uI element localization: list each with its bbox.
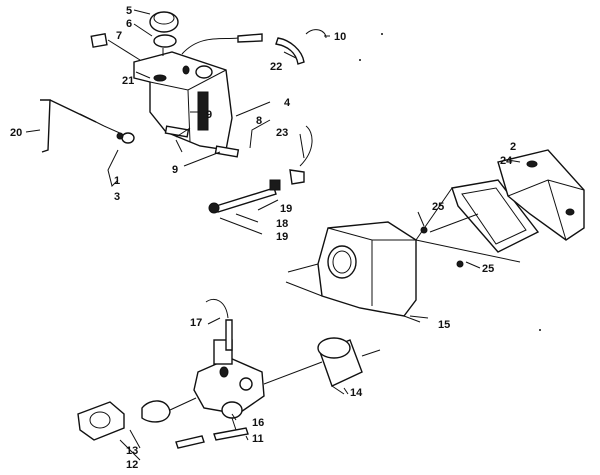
label-21: 21 [122, 75, 134, 87]
label-14: 14 [350, 387, 363, 399]
fuel-hose-curved [275, 37, 305, 65]
label-9-lower: 9 [172, 164, 178, 176]
carburetor-body [193, 357, 265, 415]
fuel-line-group [181, 29, 327, 65]
pump-fittings [208, 125, 313, 214]
label-7: 7 [116, 30, 122, 42]
tank-fitting [195, 65, 213, 79]
screw-25b [456, 260, 464, 268]
label-10: 10 [334, 31, 346, 43]
label-23: 23 [276, 127, 288, 139]
label-1: 1 [114, 175, 120, 187]
decal [90, 33, 108, 48]
clip-19 [269, 179, 281, 191]
label-9-upper: 9 [206, 109, 212, 121]
label-25-lower: 25 [482, 263, 494, 275]
hose-clamp [305, 29, 327, 39]
linkage-rod [40, 99, 135, 153]
label-20: 20 [10, 127, 22, 139]
fuel-cap [149, 11, 179, 33]
tank-strap-bracket [197, 91, 209, 131]
label-4: 4 [284, 97, 291, 109]
vent-hose-17 [205, 298, 229, 319]
label-15: 15 [438, 319, 450, 331]
label-8: 8 [256, 115, 262, 127]
intake-manifold [415, 149, 585, 268]
pump-outlet [289, 169, 305, 185]
callout-labels: 5 6 7 10 22 21 4 9 8 23 20 9 1 3 19 18 1… [10, 5, 516, 471]
mounting-pad-lower [214, 145, 240, 158]
label-18: 18 [276, 218, 288, 230]
fuel-line-fitting [215, 187, 277, 213]
label-17: 17 [190, 317, 202, 329]
label-11: 11 [252, 433, 264, 445]
carb-bowl [221, 401, 243, 419]
airbox-inlet [327, 245, 357, 279]
label-19-upper: 19 [280, 203, 292, 215]
cap-gasket [153, 34, 177, 48]
vent-hose-11b [213, 427, 249, 441]
fuel-hose-short [237, 33, 263, 43]
label-13: 13 [126, 445, 138, 457]
fuel-tank-assembly [90, 11, 240, 158]
label-22: 22 [270, 61, 282, 73]
label-16: 16 [252, 417, 264, 429]
mounting-pad-upper [164, 125, 190, 138]
label-2: 2 [510, 141, 516, 153]
label-5: 5 [126, 5, 132, 17]
leader-lines [25, 9, 521, 461]
rod-end-bushing [121, 132, 135, 144]
label-25-upper: 25 [432, 201, 444, 213]
airbox [285, 221, 421, 323]
carb-flange [77, 401, 125, 441]
screw-25a [420, 226, 428, 234]
label-3: 3 [114, 191, 120, 203]
carburetor-group [77, 298, 381, 449]
tank-vent-fitting [153, 74, 167, 82]
carb-clamp [141, 400, 171, 423]
vent-hose-11a [175, 435, 205, 449]
intake-housing [497, 149, 585, 241]
label-6: 6 [126, 18, 132, 30]
label-19-lower: 19 [276, 231, 288, 243]
label-24: 24 [500, 155, 513, 167]
label-12: 12 [126, 459, 138, 471]
